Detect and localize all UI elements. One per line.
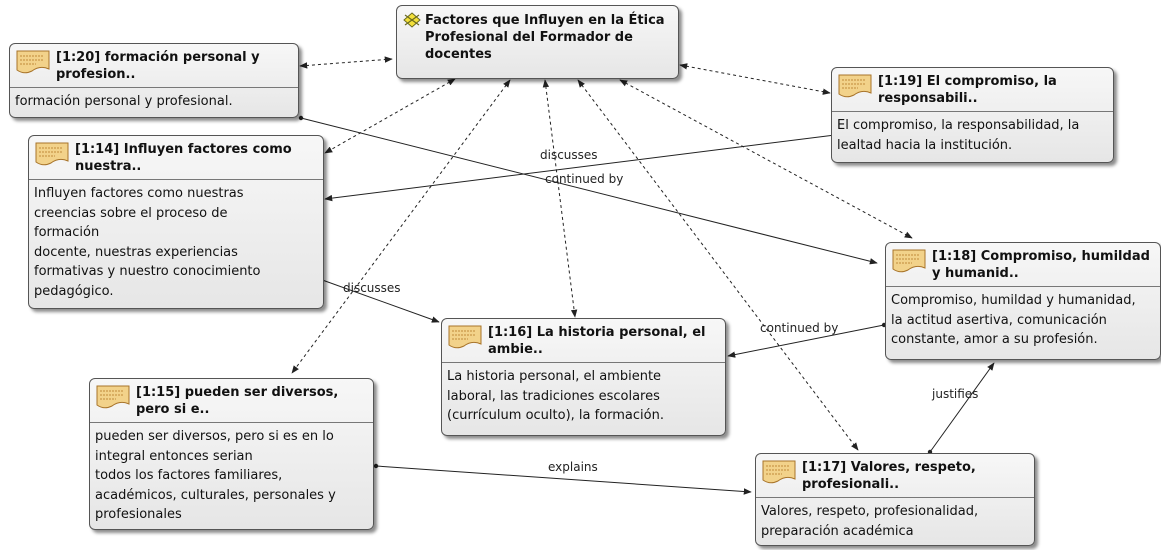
quotation-node-1-16[interactable]: [1:16] La historia personal, el ambie.. … bbox=[441, 318, 726, 436]
link-central-n116 bbox=[542, 79, 578, 318]
node-title: [1:18] Compromiso, humildad y humanid.. bbox=[932, 249, 1150, 281]
quotation-icon bbox=[838, 74, 872, 98]
node-title: [1:16] La historia personal, el ambie.. bbox=[488, 325, 706, 357]
code-node-central[interactable]: Factores que Influyen en la Ética Profes… bbox=[396, 5, 679, 79]
node-title: [1:19] El compromiso, la responsabili.. bbox=[878, 74, 1057, 106]
quotation-node-1-19[interactable]: [1:19] El compromiso, la responsabili.. … bbox=[831, 67, 1114, 163]
edge-discusses-2 bbox=[313, 276, 440, 323]
link-central-n115 bbox=[291, 79, 511, 374]
link-central-n119 bbox=[679, 63, 831, 95]
link-central-n120 bbox=[299, 56, 393, 69]
relation-label: continued by bbox=[760, 321, 839, 335]
quotation-node-1-20[interactable]: [1:20] formación personal y profesion.. … bbox=[9, 43, 299, 118]
relation-label: justifies bbox=[932, 387, 979, 401]
edge-continued-by-2 bbox=[727, 324, 885, 358]
quotation-node-1-17[interactable]: [1:17] Valores, respeto, profesionali.. … bbox=[755, 453, 1035, 546]
quotation-node-1-14[interactable]: [1:14] Influyen factores como nuestra.. … bbox=[28, 135, 324, 309]
link-central-n117 bbox=[577, 79, 859, 451]
relation-label: continued by bbox=[545, 172, 624, 186]
node-quote-text: Influyen factores como nuestras creencia… bbox=[34, 186, 261, 299]
quotation-icon bbox=[762, 460, 796, 484]
node-title: [1:14] Influyen factores como nuestra.. bbox=[75, 142, 292, 174]
quotation-icon bbox=[892, 249, 926, 273]
node-quote-text: El compromiso, la responsabilidad, la le… bbox=[837, 118, 1080, 153]
node-title: Factores que Influyen en la Ética Profes… bbox=[425, 13, 665, 62]
link-central-n114 bbox=[324, 78, 456, 154]
link-central-n118 bbox=[619, 79, 913, 239]
quotation-icon bbox=[16, 50, 50, 74]
node-quote-text: Compromiso, humildad y humanidad, la act… bbox=[891, 293, 1136, 347]
relation-label: discusses bbox=[343, 281, 401, 295]
relation-label: explains bbox=[548, 460, 598, 474]
node-title: [1:17] Valores, respeto, profesionali.. bbox=[802, 460, 976, 492]
edge-discusses-1 bbox=[324, 134, 836, 202]
quotation-icon bbox=[448, 325, 482, 349]
edge-justifies bbox=[929, 362, 995, 453]
node-title: [1:20] formación personal y profesion.. bbox=[56, 50, 260, 82]
quotation-icon bbox=[96, 385, 130, 409]
quotation-icon bbox=[35, 142, 69, 166]
code-icon bbox=[403, 12, 421, 28]
node-quote-text: formación personal y profesional. bbox=[15, 94, 233, 109]
edge-continued-by-1 bbox=[300, 117, 878, 265]
edge-explains bbox=[375, 465, 752, 495]
quotation-node-1-15[interactable]: [1:15] pueden ser diversos, pero si e.. … bbox=[89, 378, 374, 530]
node-quote-text: La historia personal, el ambiente labora… bbox=[447, 369, 664, 423]
node-quote-text: pueden ser diversos, pero si es en lo in… bbox=[95, 429, 336, 522]
quotation-node-1-18[interactable]: [1:18] Compromiso, humildad y humanid.. … bbox=[885, 242, 1161, 360]
relation-label: discusses bbox=[540, 148, 598, 162]
node-quote-text: Valores, respeto, profesionalidad, prepa… bbox=[761, 504, 979, 539]
node-title: [1:15] pueden ser diversos, pero si e.. bbox=[136, 385, 339, 417]
